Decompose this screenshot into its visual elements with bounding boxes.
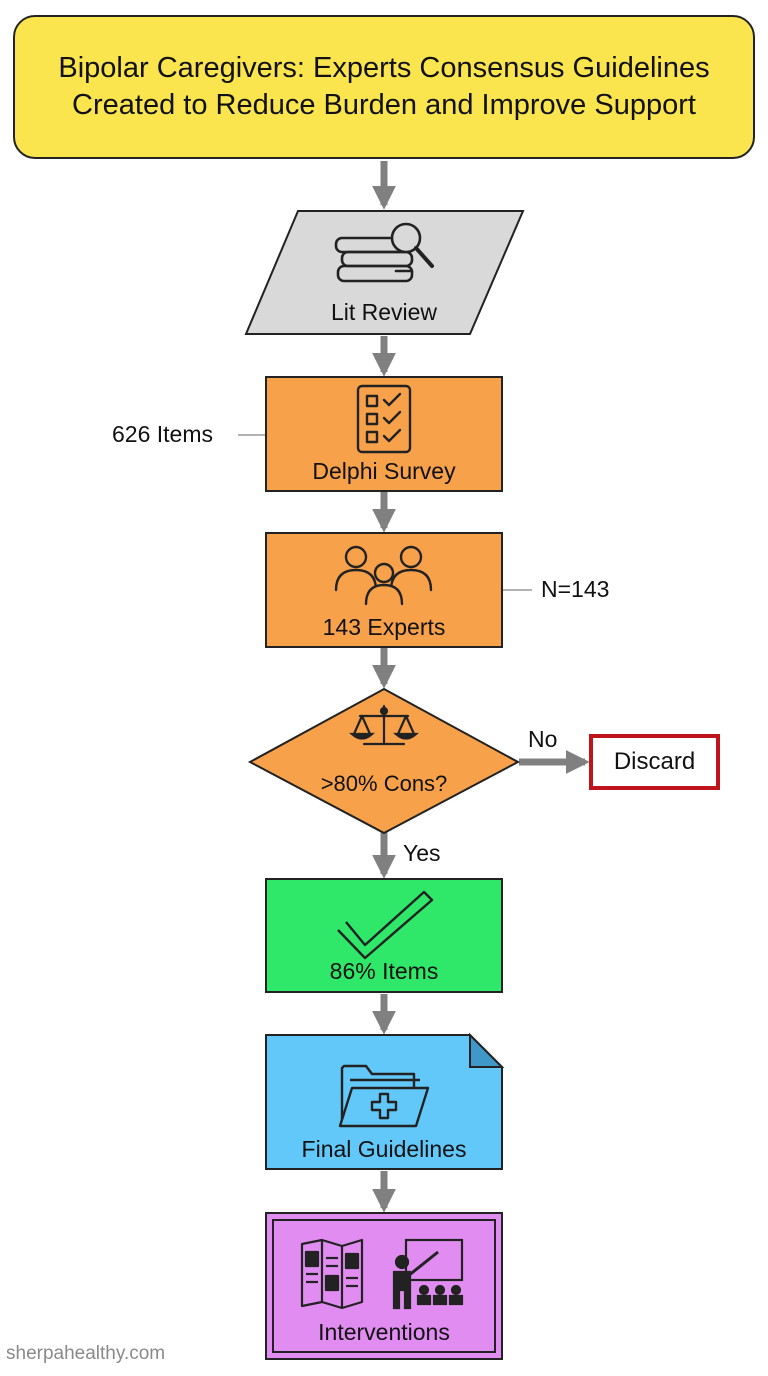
items-label: 86% Items [329,958,439,984]
yes-branch-label: Yes [403,840,441,866]
decision-diamond [247,687,521,835]
connector-arrows [372,161,590,1213]
presentation-icon [392,1238,464,1310]
guidelines-label: Final Guidelines [301,1136,467,1162]
scales-icon [349,704,419,746]
delphi-survey-label: Delphi Survey [312,458,456,484]
delphi-survey-box [265,376,503,492]
lit-review-label: Lit Review [330,299,438,325]
discard-box [589,734,720,790]
no-branch-label: No [528,726,558,752]
interventions-label: Interventions [318,1319,450,1345]
sample-size-annotation: N=143 [541,576,610,602]
flowchart-title: Bipolar Caregivers: Experts Consensus Gu… [13,15,755,159]
people-group-icon [334,545,433,606]
checkmark-icon [337,890,434,960]
items-box [265,878,503,993]
lit-review-shape [244,210,525,335]
checklist-icon [356,384,412,454]
document-fold [469,1032,505,1068]
interventions-inner-box [272,1219,496,1353]
watermark: sherpahealthy.com [6,1343,166,1364]
decision-label: >80% Cons? [320,771,448,796]
discard-label: Discard [613,748,696,775]
experts-label: 143 Experts [322,614,446,640]
brochure-icon [300,1238,364,1310]
items-count-annotation: 626 Items [112,421,213,447]
books-magnifier-icon [334,222,434,283]
medical-folder-icon [338,1064,430,1128]
